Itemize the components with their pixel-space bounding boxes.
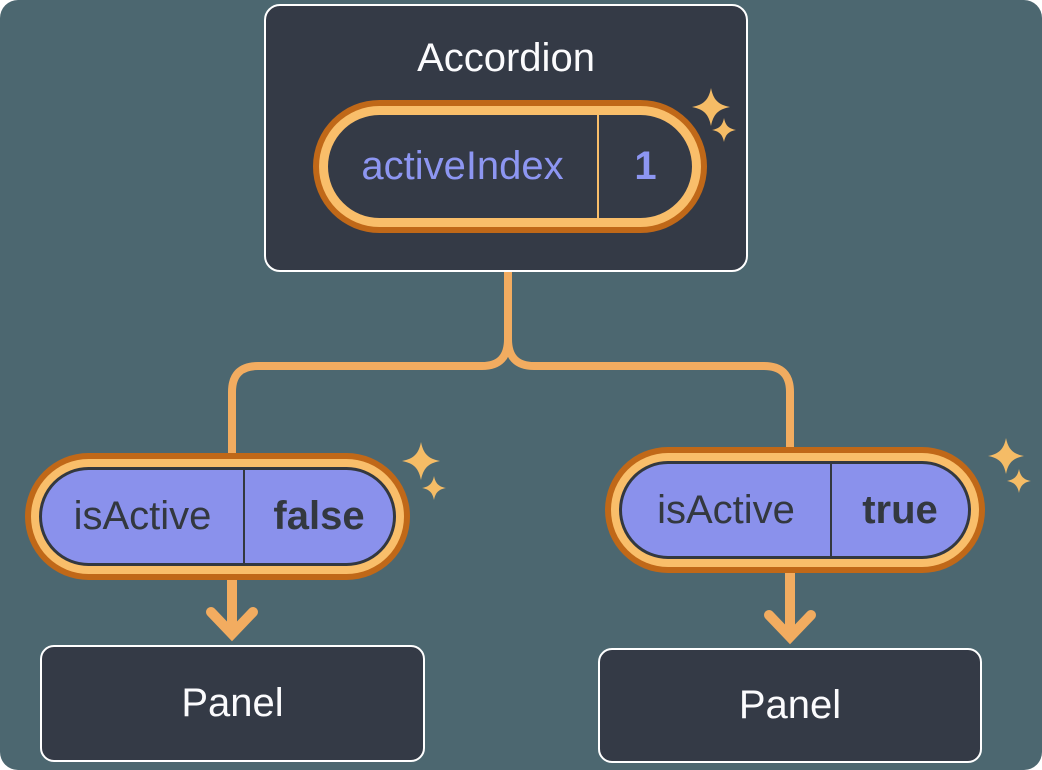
prop-pill-label: isActive	[657, 487, 795, 532]
connector-root-to-right-child	[504, 270, 794, 450]
prop-pill-ring: isActive false	[31, 459, 404, 574]
state-pill-body: activeIndex 1	[328, 115, 692, 218]
state-pill-divider	[597, 115, 599, 218]
panel-node-label: Panel	[181, 681, 284, 725]
sparkle-icon	[988, 438, 1024, 474]
accordion-node-title: Accordion	[417, 36, 595, 80]
prop-pill-isactive-right: isActive true	[605, 447, 985, 573]
panel-node-left: Panel	[40, 645, 425, 762]
state-pill-value: 1	[634, 144, 657, 188]
sparkle-icon	[1007, 469, 1031, 493]
panel-node-right: Panel	[598, 648, 982, 763]
prop-pill-divider	[243, 470, 245, 563]
prop-pill-divider	[830, 464, 832, 556]
state-pill-label: activeIndex	[361, 144, 564, 188]
state-pill-activeindex: activeIndex 1	[313, 100, 707, 233]
state-pill-ring: activeIndex 1	[319, 106, 701, 227]
panel-node-label: Panel	[738, 683, 842, 727]
sparkle-icon	[402, 442, 440, 480]
arrow-down-icon	[764, 610, 816, 645]
connector-root-to-left-child	[228, 270, 512, 458]
arrow-down-icon	[206, 607, 258, 642]
prop-pill-body: isActive false	[39, 467, 396, 566]
prop-pill-value: false	[273, 494, 365, 538]
prop-pill-body: isActive true	[619, 461, 971, 559]
prop-pill-isactive-left: isActive false	[25, 453, 410, 580]
prop-pill-label: isActive	[73, 494, 212, 538]
sparkle-icon	[422, 476, 446, 500]
prop-pill-ring: isActive true	[611, 453, 979, 567]
prop-pill-value: true	[862, 487, 938, 532]
